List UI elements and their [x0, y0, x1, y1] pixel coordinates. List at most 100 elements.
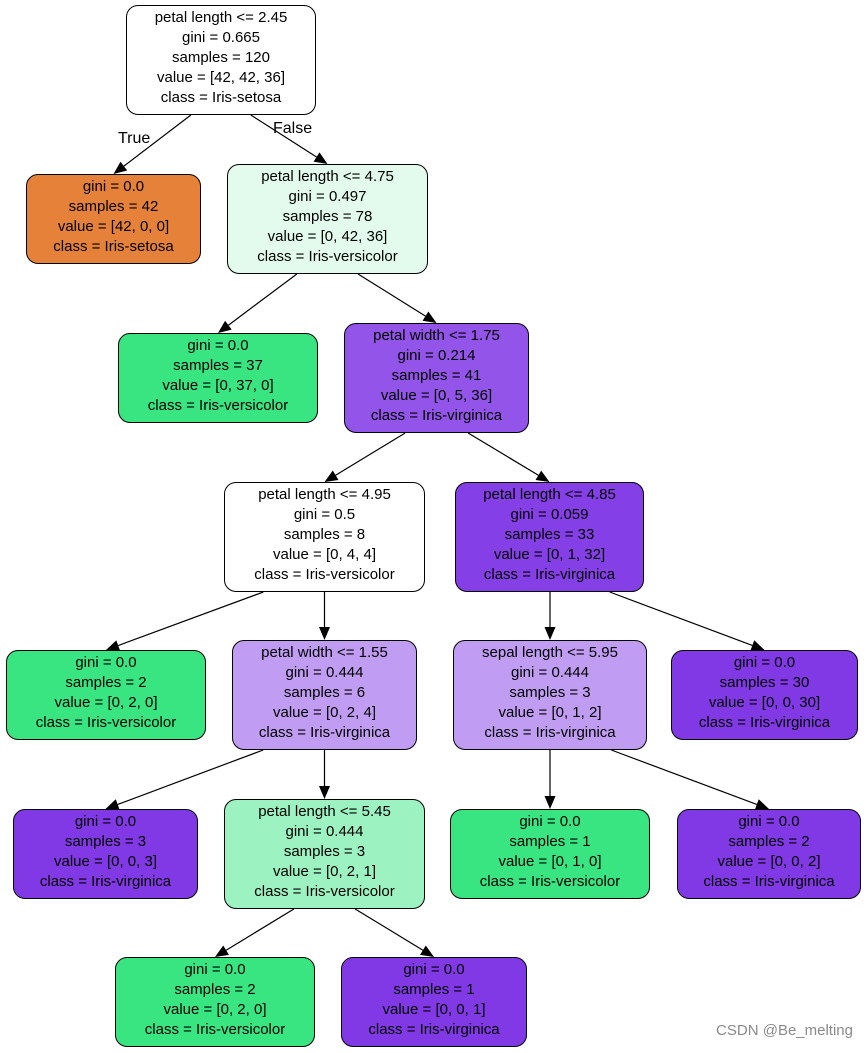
node-text-line: gini = 0.665 — [182, 29, 260, 46]
node-text-line: class = Iris-versicolor — [479, 873, 621, 890]
tree-edge-line — [467, 432, 539, 476]
node-text-line: value = [0, 1, 2] — [498, 704, 602, 721]
node-text-line: class = Iris-setosa — [53, 238, 174, 255]
node-text-line: class = Iris-versicolor — [254, 883, 395, 900]
node-text-line: samples = 33 — [504, 526, 595, 543]
node-text-line: samples = 3 — [64, 833, 147, 850]
node-text-line: class = Iris-versicolor — [254, 566, 395, 583]
node-text-line: gini = 0.0 — [738, 813, 800, 830]
arrowhead-icon — [754, 799, 769, 810]
edge-label-false: False — [273, 120, 313, 137]
node-text-line: gini = 0.444 — [511, 664, 589, 681]
node-text-line: samples = 3 — [283, 843, 366, 860]
node-text-line: class = Iris-virginica — [368, 1021, 500, 1038]
edge-label-true: True — [118, 130, 151, 147]
node-text-line: class = Iris-virginica — [370, 407, 503, 424]
node-text-line: samples = 8 — [283, 526, 366, 543]
arrowhead-icon — [750, 640, 765, 651]
tree-node-leaf: gini = 0.0 samples = 2 value = [0, 0, 2] cl… — [677, 809, 861, 899]
node-text-line: value = [0, 5, 36] — [380, 387, 493, 404]
node-text-line: class = Iris-versicolor — [257, 248, 398, 265]
arrowhead-icon — [319, 627, 330, 640]
node-text-line: value = [0, 1, 32] — [493, 546, 606, 563]
tree-edge-line — [609, 591, 753, 647]
node-text-line: value = [0, 2, 4] — [273, 704, 376, 721]
node-text-line: samples = 1 — [509, 833, 591, 850]
arrowhead-icon — [106, 640, 121, 651]
node-text-line: samples = 30 — [719, 674, 810, 691]
node-text-line: samples = 3 — [509, 684, 591, 701]
node-text-line: value = [0, 37, 0] — [162, 377, 274, 394]
node-text-line: value = [0, 42, 36] — [267, 228, 388, 245]
node-text-line: samples = 1 — [393, 981, 475, 998]
arrowhead-icon — [324, 470, 339, 482]
arrowhead-icon — [105, 799, 120, 810]
node-text-line: value = [0, 4, 4] — [273, 546, 376, 563]
node-text-line: petal length <= 4.75 — [261, 168, 394, 185]
tree-node-split: sepal length <= 5.95 gini = 0.444 samples … — [453, 640, 647, 750]
node-text-line: class = Iris-virginica — [698, 714, 831, 731]
node-text-line: gini = 0.0 — [519, 813, 581, 830]
tree-node-leaf: gini = 0.0 samples = 37 value = [0, 37, 0]… — [118, 333, 318, 423]
tree-edge-line — [228, 273, 298, 326]
node-text-line: samples = 37 — [173, 357, 263, 374]
node-text-line: class = Iris-virginica — [484, 724, 616, 741]
tree-edge-line — [611, 749, 758, 806]
tree-node-split: petal length <= 4.95 gini = 0.5 samples = … — [224, 482, 425, 592]
arrowhead-icon — [319, 786, 330, 799]
node-text-line: petal length <= 5.45 — [258, 803, 391, 820]
node-text-line: gini = 0.059 — [510, 506, 589, 523]
node-text-line: samples = 42 — [68, 198, 159, 215]
tree-edge-line — [225, 908, 295, 951]
node-text-line: gini = 0.5 — [293, 506, 356, 523]
node-text-line: class = Iris-virginica — [483, 566, 616, 583]
tree-node-leaf: gini = 0.0 samples = 42 value = [42, 0, 0]… — [26, 174, 201, 264]
node-text-line: class = Iris-virginica — [703, 873, 835, 890]
node-text-line: class = Iris-virginica — [258, 724, 391, 741]
tree-edge-line — [354, 908, 424, 951]
arrowhead-icon — [544, 627, 556, 640]
node-text-line: sepal length <= 5.95 — [482, 644, 618, 661]
node-text-line: gini = 0.0 — [187, 337, 249, 354]
node-text-line: class = Iris-virginica — [39, 873, 172, 890]
node-text-line: gini = 0.0 — [82, 178, 145, 195]
node-text-line: gini = 0.0 — [184, 961, 246, 978]
arrowhead-icon — [420, 945, 434, 957]
node-text-line: value = [0, 2, 1] — [273, 863, 376, 880]
node-text-line: gini = 0.444 — [285, 664, 364, 681]
arrowhead-icon — [422, 311, 437, 323]
node-text-line: samples = 2 — [728, 833, 810, 850]
node-text-line: value = [0, 0, 2] — [717, 853, 821, 870]
node-text-line: value = [0, 0, 30] — [708, 694, 821, 711]
node-text-line: value = [42, 42, 36] — [156, 69, 285, 86]
tree-edge-line — [335, 432, 406, 476]
tree-node-leaf: gini = 0.0 samples = 30 value = [0, 0, 30]… — [671, 650, 858, 740]
tree-edge-line — [250, 114, 317, 158]
node-text-line: value = [42, 0, 0] — [57, 218, 170, 235]
node-text-line: samples = 78 — [282, 208, 373, 225]
node-text-line: class = Iris-versicolor — [144, 1021, 286, 1038]
node-text-line: value = [0, 0, 1] — [382, 1001, 486, 1018]
tree-node-split: petal length <= 4.85 gini = 0.059 samples … — [455, 482, 644, 592]
arrowhead-icon — [535, 470, 550, 482]
node-text-line: petal length <= 4.85 — [483, 486, 616, 503]
node-text-line: samples = 120 — [172, 49, 270, 66]
node-text-line: value = [0, 0, 3] — [54, 853, 157, 870]
node-text-line: samples = 2 — [174, 981, 256, 998]
arrowhead-icon — [113, 161, 128, 174]
node-text-line: petal length <= 4.95 — [258, 486, 391, 503]
node-text-line: class = Iris-setosa — [160, 89, 282, 106]
node-text-line: gini = 0.0 — [733, 654, 796, 671]
arrowhead-icon — [218, 320, 232, 333]
node-text-line: gini = 0.0 — [75, 654, 137, 671]
arrowhead-icon — [215, 945, 229, 957]
node-text-line: class = Iris-versicolor — [35, 714, 177, 731]
